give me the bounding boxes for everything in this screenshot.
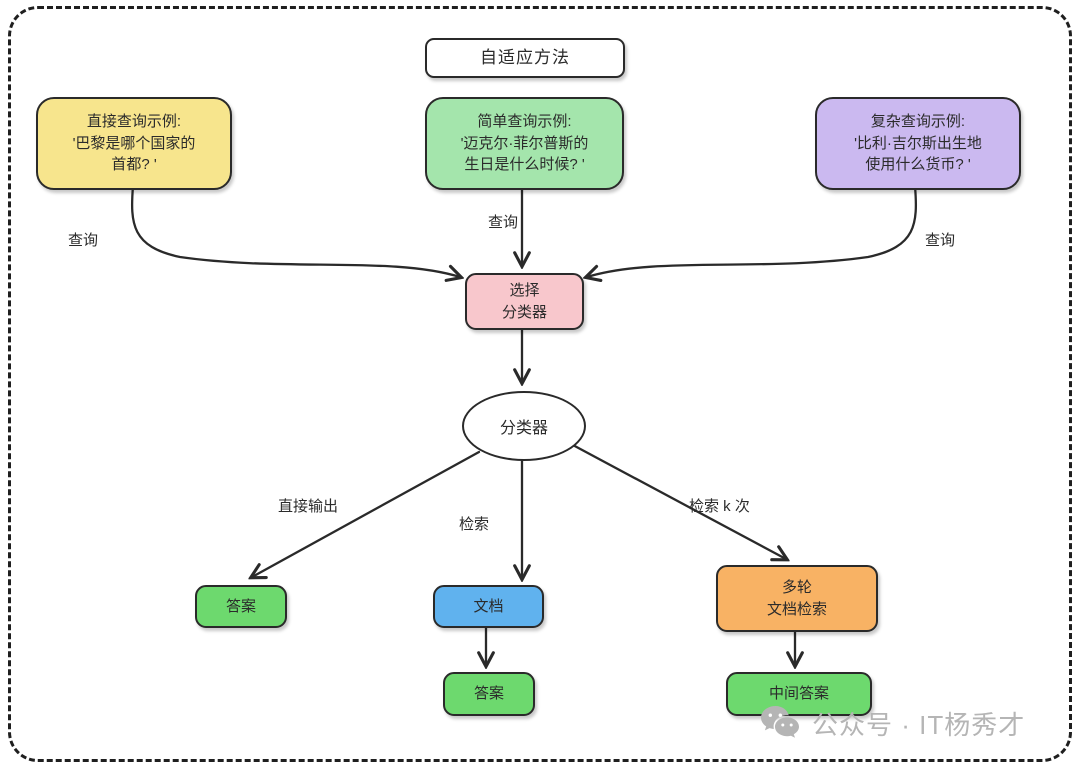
node-multi-round-retrieval: 多轮 文档检索 <box>716 565 878 632</box>
diagram-title-label: 自适应方法 <box>480 47 570 67</box>
node-text-line: 复杂查询示例: <box>870 112 966 130</box>
node-text-line: 直接查询示例: <box>86 112 182 130</box>
node-text-line: 选择 <box>509 281 540 299</box>
edge-label-query-left: 查询 <box>68 232 99 249</box>
wechat-icon <box>761 706 799 738</box>
node-select-classifier: 选择 分类器 <box>465 273 584 330</box>
node-text-line: 多轮 <box>781 578 812 596</box>
node-classifier: 分类器 <box>462 391 586 461</box>
edge-label-direct-output: 直接输出 <box>278 498 339 515</box>
watermark: 公众号 · IT杨秀才 <box>758 704 1025 742</box>
node-answer-document: 答案 <box>443 672 535 716</box>
node-complex-query-example: 复杂查询示例: '比利·吉尔斯出生地 使用什么货币? ' <box>815 97 1021 190</box>
node-text-line: 生日是什么时候? ' <box>464 156 585 174</box>
node-text-line: 中间答案 <box>768 685 829 703</box>
node-text-line: 文档检索 <box>766 600 827 618</box>
edge-classifier-to-answer <box>252 450 481 577</box>
edge-label-retrieve-k-times: 检索 k 次 <box>689 498 750 515</box>
edge-classifier-to-multiround <box>569 442 786 559</box>
watermark-text: 公众号 · IT杨秀才 <box>812 709 1026 740</box>
edge-complex-to-selector <box>587 184 918 277</box>
node-direct-query-example: 直接查询示例: '巴黎是哪个国家的 首都? ' <box>36 97 232 190</box>
node-text-line: 首都? ' <box>111 156 157 174</box>
edge-label-query-right: 查询 <box>925 232 956 249</box>
node-text-line: 使用什么货币? ' <box>865 156 971 174</box>
node-text-line: '巴黎是哪个国家的 <box>72 134 196 152</box>
node-text-line: 简单查询示例: <box>477 112 572 130</box>
node-simple-query-example: 简单查询示例: '迈克尔·菲尔普斯的 生日是什么时候? ' <box>425 97 624 190</box>
node-text-line: 答案 <box>473 685 504 703</box>
edge-direct-to-selector <box>130 184 460 277</box>
node-text-line: '比利·吉尔斯出生地 <box>854 134 982 152</box>
diagram-title: 自适应方法 <box>425 38 625 78</box>
node-text-line: 分类器 <box>499 420 548 437</box>
node-text-line: 文档 <box>473 597 504 615</box>
node-text-line: 答案 <box>225 597 256 615</box>
edge-label-query-mid: 查询 <box>488 214 519 231</box>
node-answer-direct: 答案 <box>195 585 287 628</box>
node-document: 文档 <box>433 585 544 628</box>
node-text-line: '迈克尔·菲尔普斯的 <box>460 134 589 152</box>
node-text-line: 分类器 <box>501 303 547 321</box>
edge-label-retrieve: 检索 <box>459 516 490 533</box>
node-intermediate-answer: 中间答案 <box>726 672 872 716</box>
